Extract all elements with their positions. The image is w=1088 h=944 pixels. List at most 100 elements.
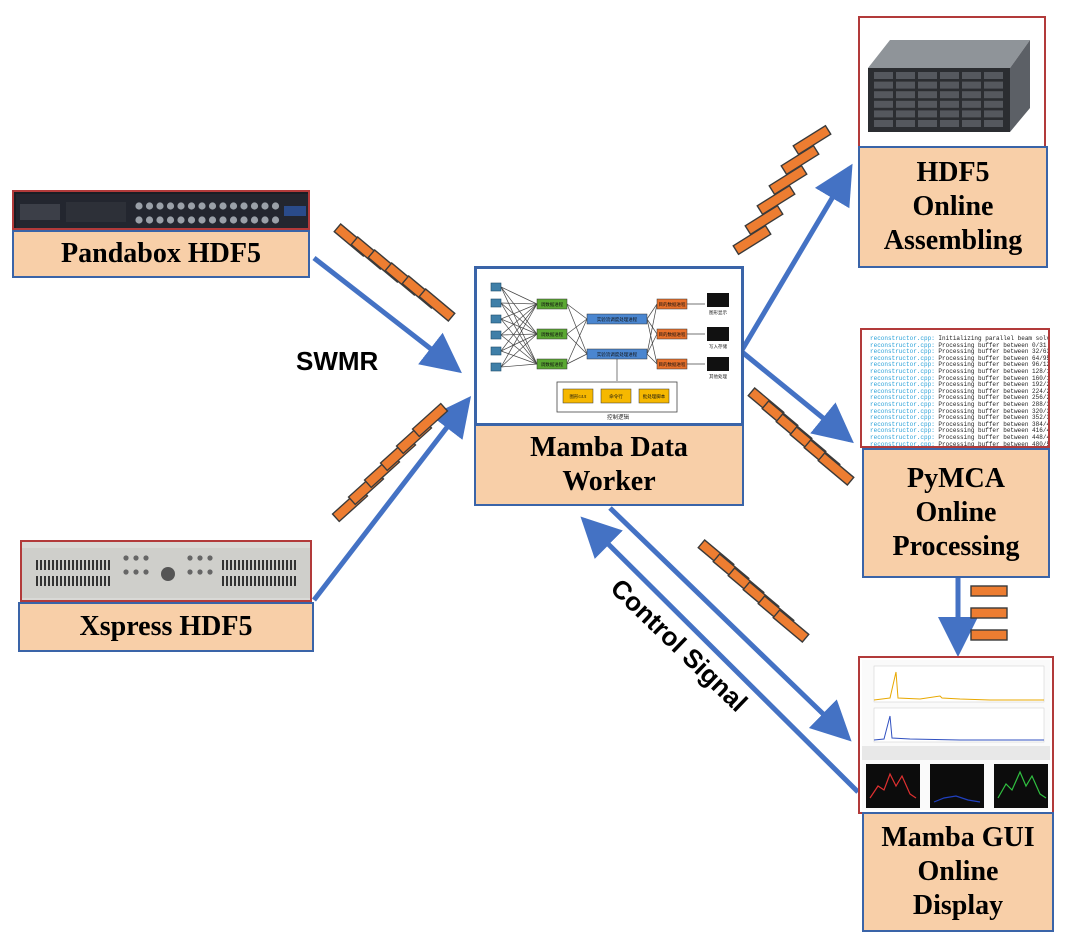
vent-slot xyxy=(100,560,102,570)
hdf5-label-line3: Assembling xyxy=(883,225,1023,257)
bnc-connector xyxy=(177,216,185,224)
drive-bay xyxy=(918,81,937,89)
port xyxy=(207,569,213,575)
vent-slot xyxy=(294,560,296,570)
control-logic-box xyxy=(556,381,678,413)
vent-slot xyxy=(56,560,58,570)
vent-slot xyxy=(282,576,284,586)
terminal-line: reconstructor.cpp: Processing buffer bet… xyxy=(870,362,1048,369)
bnc-connector xyxy=(156,216,164,224)
drive-bay xyxy=(962,72,981,79)
data-packet xyxy=(970,629,1008,641)
terminal-text: Processing buffer between 320/351 xyxy=(938,407,1050,415)
stage3-process-box xyxy=(656,328,688,340)
vent-slot xyxy=(60,576,62,586)
terminal-text: Processing buffer between 448/479 xyxy=(938,433,1050,441)
bnc-connector xyxy=(208,216,217,224)
stage3-process-box-label: 目的数据进程 xyxy=(659,361,686,368)
terminal-text: Processing buffer between 288/319 xyxy=(938,400,1050,408)
stage1-process-box xyxy=(536,328,568,340)
vent-slot xyxy=(278,560,280,570)
terminal-line: reconstructor.cpp: Processing buffer bet… xyxy=(870,394,1050,402)
bnc-connector xyxy=(198,216,206,224)
worker-diagram-image: 图形显示写入存储其他处理 调数据进程调数据进程调数据进程实验流调度处理进程实验流… xyxy=(474,266,744,426)
vent-slot xyxy=(52,576,54,586)
stage2-process-box xyxy=(586,313,648,325)
vent-slot xyxy=(254,576,256,586)
bnc-connector xyxy=(135,216,143,224)
vent-slot xyxy=(234,560,236,570)
terminal-line: reconstructor.cpp: Processing buffer bet… xyxy=(870,440,1048,448)
detector-icon xyxy=(490,314,502,324)
drive-bay xyxy=(874,120,893,127)
bnc-connector xyxy=(219,202,227,210)
control-logic-caption: 控制逻辑 xyxy=(607,413,630,421)
bnc-connector xyxy=(156,202,164,210)
terminal-output: reconstructor.cpp: Initializing parallel… xyxy=(870,335,1050,448)
pandabox-label: Pandabox HDF5 xyxy=(61,237,261,269)
data-packet xyxy=(970,585,1008,597)
port xyxy=(133,555,139,561)
vent-slot xyxy=(104,576,106,586)
drive-bay xyxy=(918,91,937,99)
stage1-process-box xyxy=(536,298,568,310)
bnc-connector xyxy=(208,202,217,210)
terminal-prefix: reconstructor.cpp: xyxy=(870,354,939,362)
drive-bay xyxy=(940,91,959,99)
hdf5-label-line1: HDF5 xyxy=(916,156,990,188)
drive-bay xyxy=(962,81,981,89)
packets-pymca-to-gui xyxy=(970,585,1008,641)
terminal-text: Processing buffer between 192/223 xyxy=(938,381,1050,389)
terminal-text: Processing buffer between 256/287 xyxy=(938,394,1050,402)
vent-slot xyxy=(88,576,90,586)
terminal-text: Processing buffer between 352/383 xyxy=(938,414,1050,422)
terminal-prefix: reconstructor.cpp: xyxy=(870,387,939,395)
vent-slot xyxy=(226,576,228,586)
bnc-connector xyxy=(250,202,259,210)
bnc-connector xyxy=(135,202,143,210)
arrow-control-signal xyxy=(580,516,860,794)
terminal-prefix: reconstructor.cpp: xyxy=(870,381,939,389)
worker-node: Mamba Data Worker xyxy=(474,424,744,506)
terminal-text: Processing buffer between 160/191 xyxy=(938,374,1050,382)
drive-bay xyxy=(874,91,893,99)
drive-bay xyxy=(918,100,937,108)
terminal-line: reconstructor.cpp: Processing buffer bet… xyxy=(870,414,1050,422)
vent-slot xyxy=(64,560,66,570)
drive-bay xyxy=(962,120,981,127)
drive-bay xyxy=(984,120,1003,127)
pymca-label-line2: Online xyxy=(915,496,997,528)
vent-slot xyxy=(40,576,42,586)
vent-slot xyxy=(246,576,248,586)
terminal-text: Processing buffer between 128/159 xyxy=(938,367,1050,375)
terminal-line: reconstructor.cpp: Processing buffer bet… xyxy=(870,421,1048,429)
drive-bay xyxy=(896,100,915,108)
drive-bay xyxy=(896,91,915,99)
port xyxy=(207,555,213,561)
bnc-connector xyxy=(229,202,238,210)
pymca-label-line1: PyMCA xyxy=(907,462,1005,494)
packets-hdf5 xyxy=(732,124,832,256)
vent-slot xyxy=(44,576,46,586)
pandabox-node: Pandabox HDF5 xyxy=(12,230,310,278)
vent-slot xyxy=(36,560,38,570)
hdf5-node: HDF5 Online Assembling xyxy=(858,146,1048,268)
bnc-connector xyxy=(198,202,206,210)
arrow-worker-to-pymca xyxy=(740,350,854,444)
vent-slot xyxy=(286,576,288,586)
vent-slot xyxy=(88,560,90,570)
output-device-icon xyxy=(707,357,729,371)
vent-slot xyxy=(108,560,110,570)
control-box xyxy=(562,388,594,404)
terminal-prefix: reconstructor.cpp: xyxy=(870,400,939,408)
stage1-process-box-label: 调数据进程 xyxy=(541,331,564,338)
gui-node: Mamba GUI Online Display xyxy=(862,812,1054,932)
terminal-prefix: reconstructor.cpp: xyxy=(870,440,939,448)
control-box-label: 命令行 xyxy=(609,393,623,400)
terminal-line: reconstructor.cpp: Processing buffer bet… xyxy=(870,387,1048,396)
output-label: 写入存储 xyxy=(709,343,727,350)
vent-slot xyxy=(294,576,296,586)
vent-slot xyxy=(250,560,252,570)
vent-slot xyxy=(230,560,232,570)
arrow-xspress-to-worker xyxy=(312,396,472,602)
